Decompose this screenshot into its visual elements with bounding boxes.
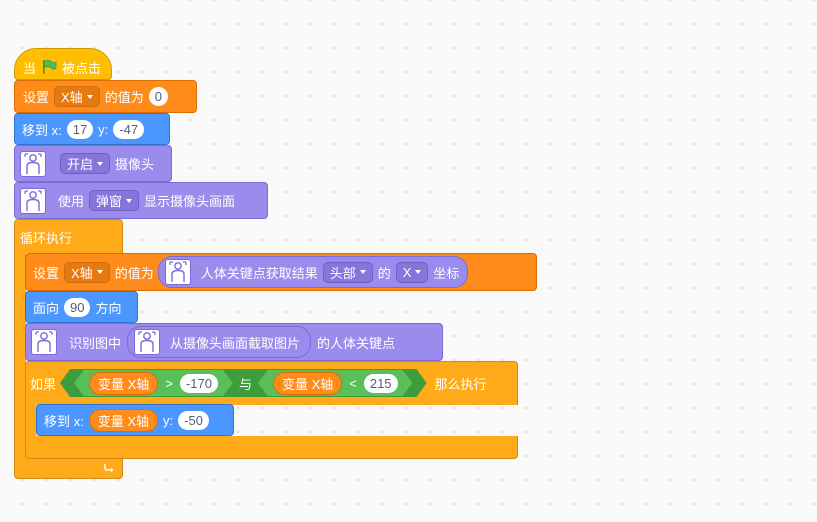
hat-suffix-label: 被点击	[62, 60, 102, 76]
of-label: 的	[377, 265, 391, 281]
goto-xy-block[interactable]: 移到 x: 17 y: -47	[14, 113, 170, 145]
and-operator[interactable]: 变量 X轴 > -170 与 变量 X轴 < 215	[60, 369, 427, 397]
upper-bound-input[interactable]: 215	[364, 374, 398, 393]
recognize-label: 识别图中	[69, 335, 122, 351]
x-input[interactable]: 17	[66, 119, 94, 139]
body-keypoint-ext-icon	[20, 150, 46, 177]
point-direction-block[interactable]: 面向 90 方向	[25, 291, 138, 323]
variable-reporter[interactable]: 变量 X轴	[273, 372, 342, 395]
hat-prefix-label: 当	[23, 60, 37, 76]
body-keypoint-ext-icon	[164, 259, 191, 285]
capture-image-reporter[interactable]: 从摄像头画面截取图片	[127, 326, 312, 358]
less-than-operator[interactable]: 变量 X轴 < 215	[258, 370, 413, 396]
value-input[interactable]: 0	[148, 87, 168, 106]
chevron-down-icon	[96, 270, 103, 274]
less-than-symbol: <	[349, 375, 357, 391]
use-label: 使用	[58, 194, 85, 209]
coordinate-label: 坐标	[433, 265, 460, 281]
keypoints-label: 的人体关键点	[317, 335, 396, 351]
keypoint-result-label: 人体关键点获取结果	[200, 265, 318, 281]
body-keypoint-ext-icon	[134, 329, 161, 355]
value-label: 的值为	[114, 265, 154, 281]
then-label: 那么执行	[434, 376, 487, 392]
body-keypoint-ext-icon	[20, 187, 46, 214]
if-condition-row: 如果 变量 X轴 > -170 与 变量 X轴 < 215 那么执行	[28, 367, 489, 399]
y-label: y:	[163, 412, 174, 428]
chevron-down-icon	[126, 198, 133, 203]
variable-dropdown[interactable]: X轴	[54, 86, 100, 107]
variable-dropdown-value: X轴	[71, 265, 93, 281]
chevron-down-icon	[86, 94, 93, 99]
set-label: 设置	[33, 265, 60, 281]
variable-reporter[interactable]: 变量 X轴	[88, 408, 159, 432]
goto-xy-block-2[interactable]: 移到 x: 变量 X轴 y: -50	[36, 404, 234, 436]
y-input[interactable]: -47	[113, 119, 145, 139]
greater-than-operator[interactable]: 变量 X轴 > -170	[74, 370, 233, 396]
variable-dropdown[interactable]: X轴	[64, 261, 110, 283]
body-part-value: 头部	[329, 265, 356, 281]
show-camera-label: 显示摄像头画面	[144, 194, 236, 209]
greater-than-symbol: >	[165, 375, 173, 391]
set-variable-block[interactable]: 设置 X轴 的值为 0	[14, 80, 197, 113]
variable-dropdown-value: X轴	[61, 90, 83, 105]
camera-state-value: 开启	[67, 157, 94, 172]
axis-value: X	[402, 264, 412, 280]
if-label: 如果	[30, 376, 57, 392]
capture-image-label: 从摄像头画面截取图片	[170, 335, 301, 351]
loop-arrow-icon	[103, 461, 115, 476]
and-label: 与	[238, 376, 252, 392]
chevron-down-icon	[97, 161, 104, 166]
chevron-down-icon	[415, 270, 422, 274]
camera-label: 摄像头	[115, 157, 155, 172]
camera-display-block[interactable]: 使用 弹窗 显示摄像头画面	[14, 182, 268, 219]
value-label: 的值为	[104, 90, 144, 105]
display-mode-value: 弹窗	[96, 194, 123, 209]
chevron-down-icon	[359, 270, 366, 274]
camera-toggle-block[interactable]: 开启 摄像头	[14, 145, 172, 182]
point-label: 面向	[33, 300, 60, 316]
goto-label: 移到 x:	[44, 413, 84, 429]
green-flag-icon	[41, 59, 57, 75]
body-part-dropdown[interactable]: 头部	[322, 261, 373, 283]
body-keypoint-ext-icon	[31, 329, 57, 355]
y-input[interactable]: -50	[178, 410, 209, 430]
camera-state-dropdown[interactable]: 开启	[60, 153, 111, 174]
axis-dropdown[interactable]: X	[395, 261, 429, 283]
recognize-keypoints-block[interactable]: 识别图中 从摄像头画面截取图片 的人体关键点	[25, 323, 443, 361]
variable-reporter[interactable]: 变量 X轴	[89, 372, 158, 395]
set-variable-block-2[interactable]: 设置 X轴 的值为 人体关键点获取结果 头部 的 X 坐标	[25, 253, 537, 291]
set-label: 设置	[23, 90, 50, 105]
direction-label: 方向	[95, 300, 122, 316]
display-mode-dropdown[interactable]: 弹窗	[89, 190, 140, 211]
direction-input[interactable]: 90	[64, 297, 91, 317]
y-label: y:	[98, 121, 109, 137]
forever-label: 循环执行	[20, 231, 73, 246]
when-flag-clicked-block[interactable]: 当 被点击	[14, 48, 112, 80]
lower-bound-input[interactable]: -170	[180, 374, 218, 393]
keypoint-result-reporter[interactable]: 人体关键点获取结果 头部 的 X 坐标	[157, 256, 469, 288]
forever-block[interactable]: 循环执行	[14, 219, 123, 479]
goto-label: 移到 x:	[22, 122, 62, 138]
